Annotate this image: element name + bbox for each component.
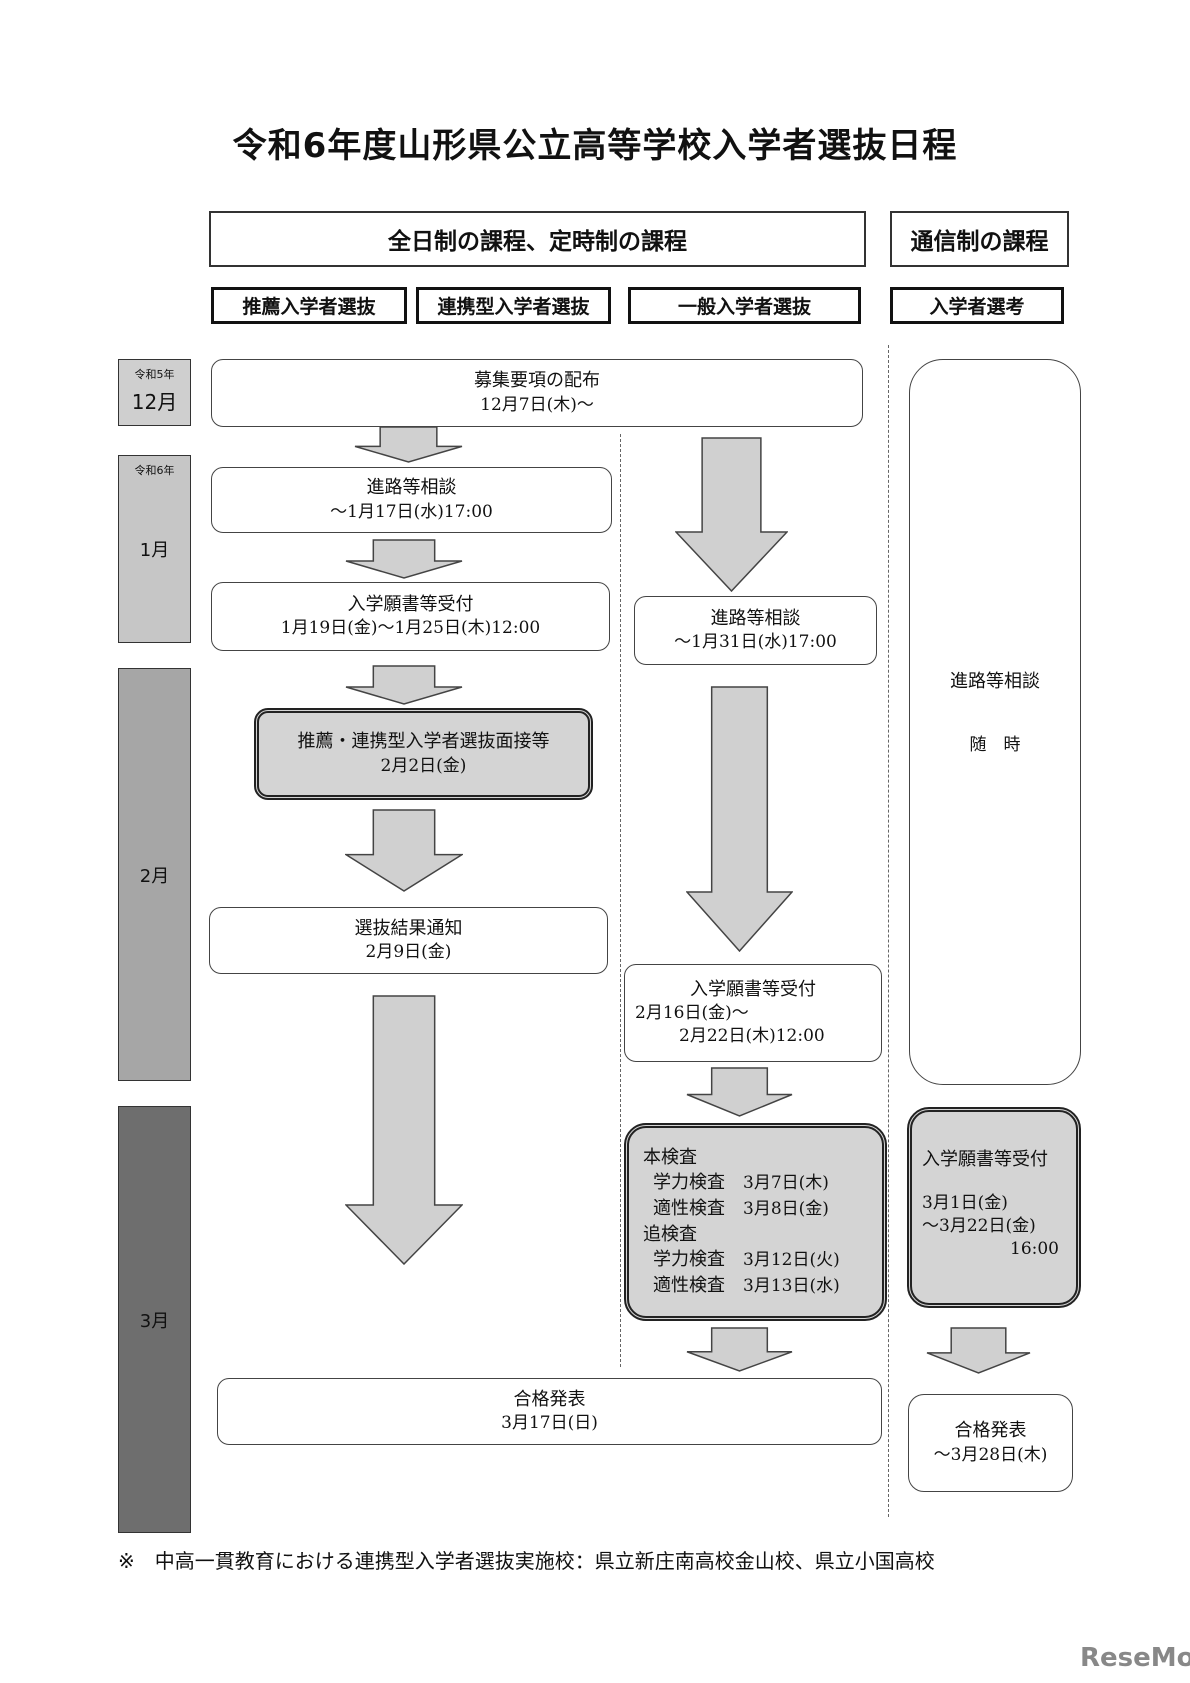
arrow-shape — [345, 809, 463, 892]
exam-row-date: 3月7日(木) — [743, 1173, 829, 1194]
arrow-down-icon — [354, 426, 463, 463]
exam-row-date: 3月8日(金) — [743, 1199, 829, 1220]
arrow-down-icon — [686, 1327, 793, 1372]
arrow-shape — [926, 1327, 1031, 1374]
box-title: 推薦・連携型入学者選抜面接等 — [297, 731, 550, 753]
arrow-shape — [354, 426, 463, 463]
box-date: 〜1月31日(水)17:00 — [674, 632, 837, 653]
month-label: 3月 — [139, 1310, 170, 1332]
arrow-down-icon — [345, 665, 463, 705]
header-fulltime: 全日制の課程、定時制の課程 — [209, 211, 866, 267]
footnote: ※ 中高一貫教育における連携型入学者選抜実施校：県立新庄南高校金山校、県立小国高… — [118, 1549, 935, 1573]
month-label: 2月 — [139, 865, 170, 887]
arrow-down-icon — [345, 809, 463, 892]
subheader-general: 一般入学者選抜 — [628, 287, 861, 324]
box-title: 合格発表 — [513, 1388, 586, 1410]
arrow-shape — [686, 1067, 793, 1117]
box-apply-right: 入学願書等受付 3月1日(金) 〜3月22日(金) 16:00 — [907, 1107, 1081, 1308]
box-date: 12月7日(木)〜 — [480, 394, 594, 415]
subheader-selection: 入学者選考 — [890, 287, 1064, 324]
box-date: 16:00 — [1010, 1239, 1059, 1260]
subheader-cooperative: 連携型入学者選抜 — [416, 287, 611, 324]
box-date: 3月17日(日) — [501, 1413, 598, 1434]
box-title: 合格発表 — [954, 1420, 1027, 1442]
month-era: 令和5年 — [134, 368, 175, 381]
arrow-shape — [675, 437, 788, 592]
arrow-shape — [686, 1327, 793, 1372]
box-date: 2月22日(木)12:00 — [679, 1026, 825, 1047]
month-label: 1月 — [139, 540, 170, 561]
box-date: 〜1月17日(水)17:00 — [330, 501, 493, 522]
arrow-down-icon — [345, 539, 463, 579]
exam-main-label: 本検査 — [643, 1147, 697, 1169]
arrow-shape — [345, 539, 463, 579]
page-title: 令和6年度山形県公立高等学校入学者選抜日程 — [232, 126, 958, 166]
exam-row-label: 学力検査 — [653, 1172, 725, 1194]
box-date: 2月16日(金)〜 — [635, 1003, 749, 1024]
box-consult-mid: 進路等相談〜1月31日(水)17:00 — [634, 596, 877, 665]
box-date: 〜3月28日(木) — [933, 1444, 1048, 1465]
box-title: 進路等相談 — [366, 477, 457, 499]
arrow-down-icon — [675, 437, 788, 592]
box-title: 入学願書等受付 — [922, 1149, 1048, 1170]
exam-row-label: 適性検査 — [653, 1198, 725, 1220]
arrow-shape — [345, 995, 463, 1265]
box-date: 随 時 — [969, 735, 1021, 756]
month-jan: 令和6年 1月 — [118, 455, 191, 643]
exam-row-date: 3月13日(水) — [743, 1275, 840, 1296]
box-apply-left: 入学願書等受付 1月19日(金)〜1月25日(木)12:00 — [211, 582, 610, 651]
exam-row-label: 学力検査 — [653, 1249, 725, 1271]
exam-makeup-label: 追検査 — [643, 1224, 697, 1245]
box-title: 入学願書等受付 — [347, 593, 474, 615]
box-consult-left: 進路等相談〜1月17日(水)17:00 — [211, 467, 612, 533]
divider-line — [888, 345, 889, 1517]
month-era: 令和6年 — [134, 464, 175, 477]
box-title: 進路等相談 — [710, 607, 801, 629]
box-date: 2月2日(金) — [380, 755, 467, 776]
box-title: 選抜結果通知 — [354, 917, 463, 939]
box-announce: 合格発表 3月17日(日) — [217, 1378, 882, 1445]
exam-row-date: 3月12日(火) — [743, 1250, 840, 1271]
month-mar: 3月 — [118, 1106, 191, 1533]
exam-row-label: 適性検査 — [653, 1274, 725, 1296]
box-date: 〜3月22日(金) — [922, 1216, 1036, 1237]
arrow-down-icon — [926, 1327, 1031, 1374]
box-apply-mid: 入学願書等受付 2月16日(金)〜2月22日(木)12:00 — [624, 964, 882, 1062]
arrow-down-icon — [345, 995, 463, 1265]
box-title: 募集要項の配布 — [474, 370, 600, 392]
arrow-shape — [345, 665, 463, 705]
arrow-down-icon — [686, 1067, 793, 1117]
month-feb: 2月 — [118, 668, 191, 1081]
header-correspondence: 通信制の課程 — [890, 211, 1069, 267]
box-date: 3月1日(金) — [922, 1193, 1008, 1214]
box-announce-right: 合格発表〜3月28日(木) — [908, 1394, 1073, 1492]
arrow-shape — [686, 686, 793, 952]
divider-line — [620, 434, 621, 1367]
box-title: 進路等相談 — [950, 671, 1040, 692]
box-exam: 本検査 学力検査 3月7日(木) 適性検査 3月8日(金) 追検査 学力検査 3… — [624, 1123, 887, 1321]
box-consult-right: 進路等相談随 時 — [909, 359, 1081, 1085]
box-notice: 選抜結果通知 2月9日(金) — [209, 907, 608, 974]
box-title: 入学願書等受付 — [690, 978, 816, 1000]
arrow-down-icon — [686, 686, 793, 952]
box-date: 1月19日(金)〜1月25日(木)12:00 — [280, 618, 541, 639]
month-label: 12月 — [131, 390, 178, 414]
month-dec: 令和5年 12月 — [118, 359, 191, 426]
subheader-recommendation: 推薦入学者選抜 — [211, 287, 407, 324]
box-date: 2月9日(金) — [365, 942, 452, 963]
watermark-logo: ReseMom — [1080, 1643, 1190, 1673]
